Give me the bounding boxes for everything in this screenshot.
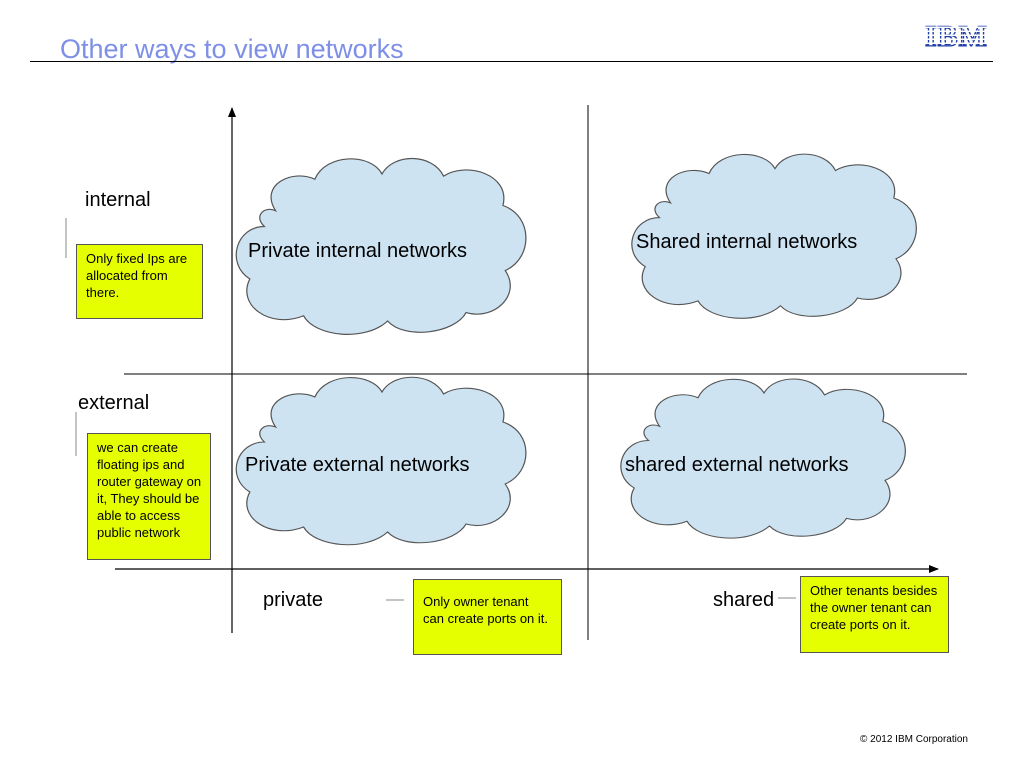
axis-label-private: private xyxy=(263,589,324,611)
quadrant-private-internal: Private internal networks xyxy=(248,240,467,262)
axis-label-internal: internal xyxy=(85,189,151,211)
note-internal: Only fixed Ips are allocated from there. xyxy=(76,244,203,319)
axis-label-external: external xyxy=(78,392,150,414)
quadrant-shared-external: shared external networks xyxy=(625,454,849,476)
note-external: we can create floating ips and router ga… xyxy=(87,433,211,560)
copyright-footer: © 2012 IBM Corporation xyxy=(860,734,968,745)
note-private: Only owner tenant can create ports on it… xyxy=(413,579,562,655)
page-title: Other ways to view networks xyxy=(60,34,404,64)
title-rule xyxy=(30,61,993,62)
quadrant-private-external: Private external networks xyxy=(245,454,470,476)
axis-label-shared: shared xyxy=(713,589,775,611)
quadrant-shared-internal: Shared internal networks xyxy=(636,231,858,253)
note-shared: Other tenants besides the owner tenant c… xyxy=(800,576,949,653)
